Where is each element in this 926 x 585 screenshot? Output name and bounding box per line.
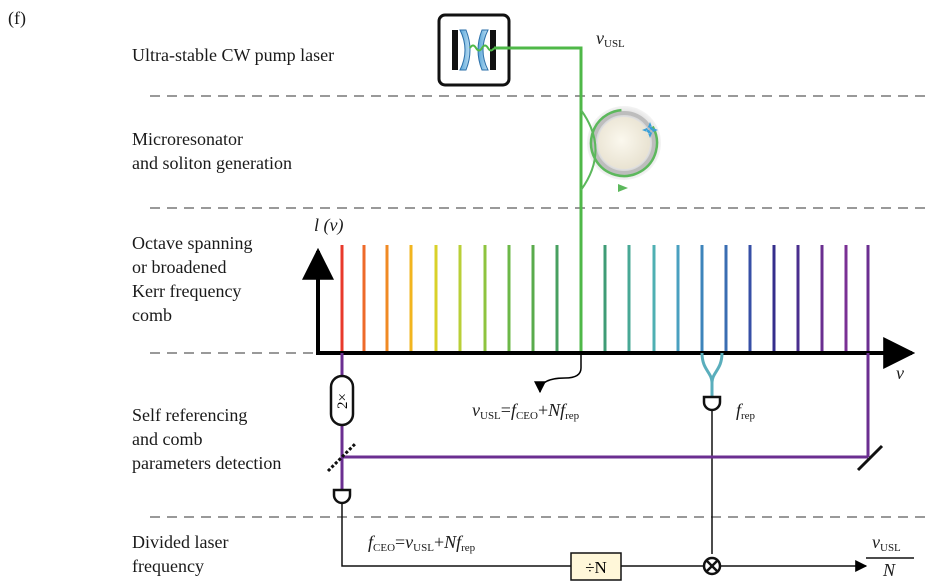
section-selfref-line-2: and comb: [132, 429, 203, 449]
section-pump-line-1: Ultra-stable CW pump laser: [132, 45, 335, 65]
nu-usl-label: vUSL: [596, 28, 625, 50]
section-comb-line-3: Kerr frequency: [132, 281, 242, 301]
section-comb-line-4: comb: [132, 305, 172, 325]
n-th-mode-arrow-icon: [534, 353, 582, 394]
output-signal-path: [341, 503, 868, 572]
section-divided-line-1: Divided laser: [132, 532, 229, 552]
panel-label: (f): [8, 8, 26, 28]
frep-photodetector-icon: [702, 395, 722, 554]
fceo-equation: fCEO=vUSL+Nfrep: [368, 532, 476, 554]
microresonator-icon: [580, 106, 661, 192]
mixer-icon: [702, 556, 722, 576]
frequency-doubler: [329, 374, 355, 427]
section-microresonator-line-1: Microresonator: [132, 129, 243, 149]
frep-beat-path: [700, 352, 724, 397]
comb-axes: [302, 247, 916, 369]
section-comb-line-1: Octave spanning: [132, 233, 253, 253]
beam-splitter-icon: [326, 441, 358, 473]
pump-beam: [469, 44, 583, 353]
mirror-icon: [856, 444, 884, 472]
section-comb-label: Octave spanning or broadened Kerr freque…: [132, 231, 252, 327]
section-divided-label: Divided laser frequency: [132, 530, 228, 578]
frequency-divider-label: ÷N: [585, 558, 607, 577]
y-axis-label: l (v): [314, 215, 344, 235]
section-comb-line-2: or broadened: [132, 257, 227, 277]
output-fraction-denominator: N: [883, 560, 896, 580]
section-microresonator-label: Microresonator and soliton generation: [132, 127, 292, 175]
fceo-photodetector-icon: [332, 488, 352, 505]
frequency-doubler-label: 2×: [335, 393, 351, 409]
x-axis-label: v: [896, 363, 904, 383]
section-microresonator-line-2: and soliton generation: [132, 153, 292, 173]
section-selfref-line-1: Self referencing: [132, 405, 248, 425]
comb-equation: vUSL=fCEO+Nfrep: [472, 400, 580, 422]
section-divided-line-2: frequency: [132, 556, 204, 576]
comb-lines: [340, 245, 870, 353]
output-fraction-numerator: vUSL: [872, 532, 901, 554]
section-separators: [150, 95, 926, 518]
pump-laser-icon: [437, 13, 511, 87]
section-pump-label: Ultra-stable CW pump laser: [132, 43, 334, 67]
frep-label: frep: [736, 400, 756, 422]
self-referencing-beam: [340, 353, 870, 490]
frequency-divider-box: [570, 552, 622, 581]
section-selfref-line-3: parameters detection: [132, 453, 282, 473]
section-selfref-label: Self referencing and comb parameters det…: [132, 403, 281, 475]
